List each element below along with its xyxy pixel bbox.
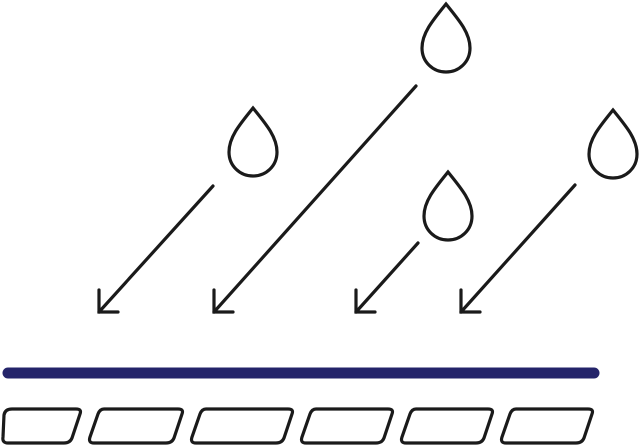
rain-arrow-icon (459, 183, 577, 314)
water-drop-icon (420, 1, 472, 74)
tile-icon (87, 407, 185, 445)
water-drop-icon (227, 105, 279, 178)
tile-icon (299, 407, 395, 445)
water-drop-icon (422, 169, 474, 242)
tile-icon (1, 407, 83, 445)
water-drop-icon (587, 107, 639, 180)
rain-drops (227, 1, 639, 242)
tile-icon (499, 407, 595, 445)
rain-arrows (97, 84, 577, 314)
tile-icon (399, 407, 495, 445)
rain-arrow-icon (97, 184, 215, 314)
rain-arrow-icon (354, 241, 420, 314)
tile-icon (189, 407, 295, 445)
rain-arrow-icon (212, 84, 418, 314)
tile-row (1, 407, 595, 445)
